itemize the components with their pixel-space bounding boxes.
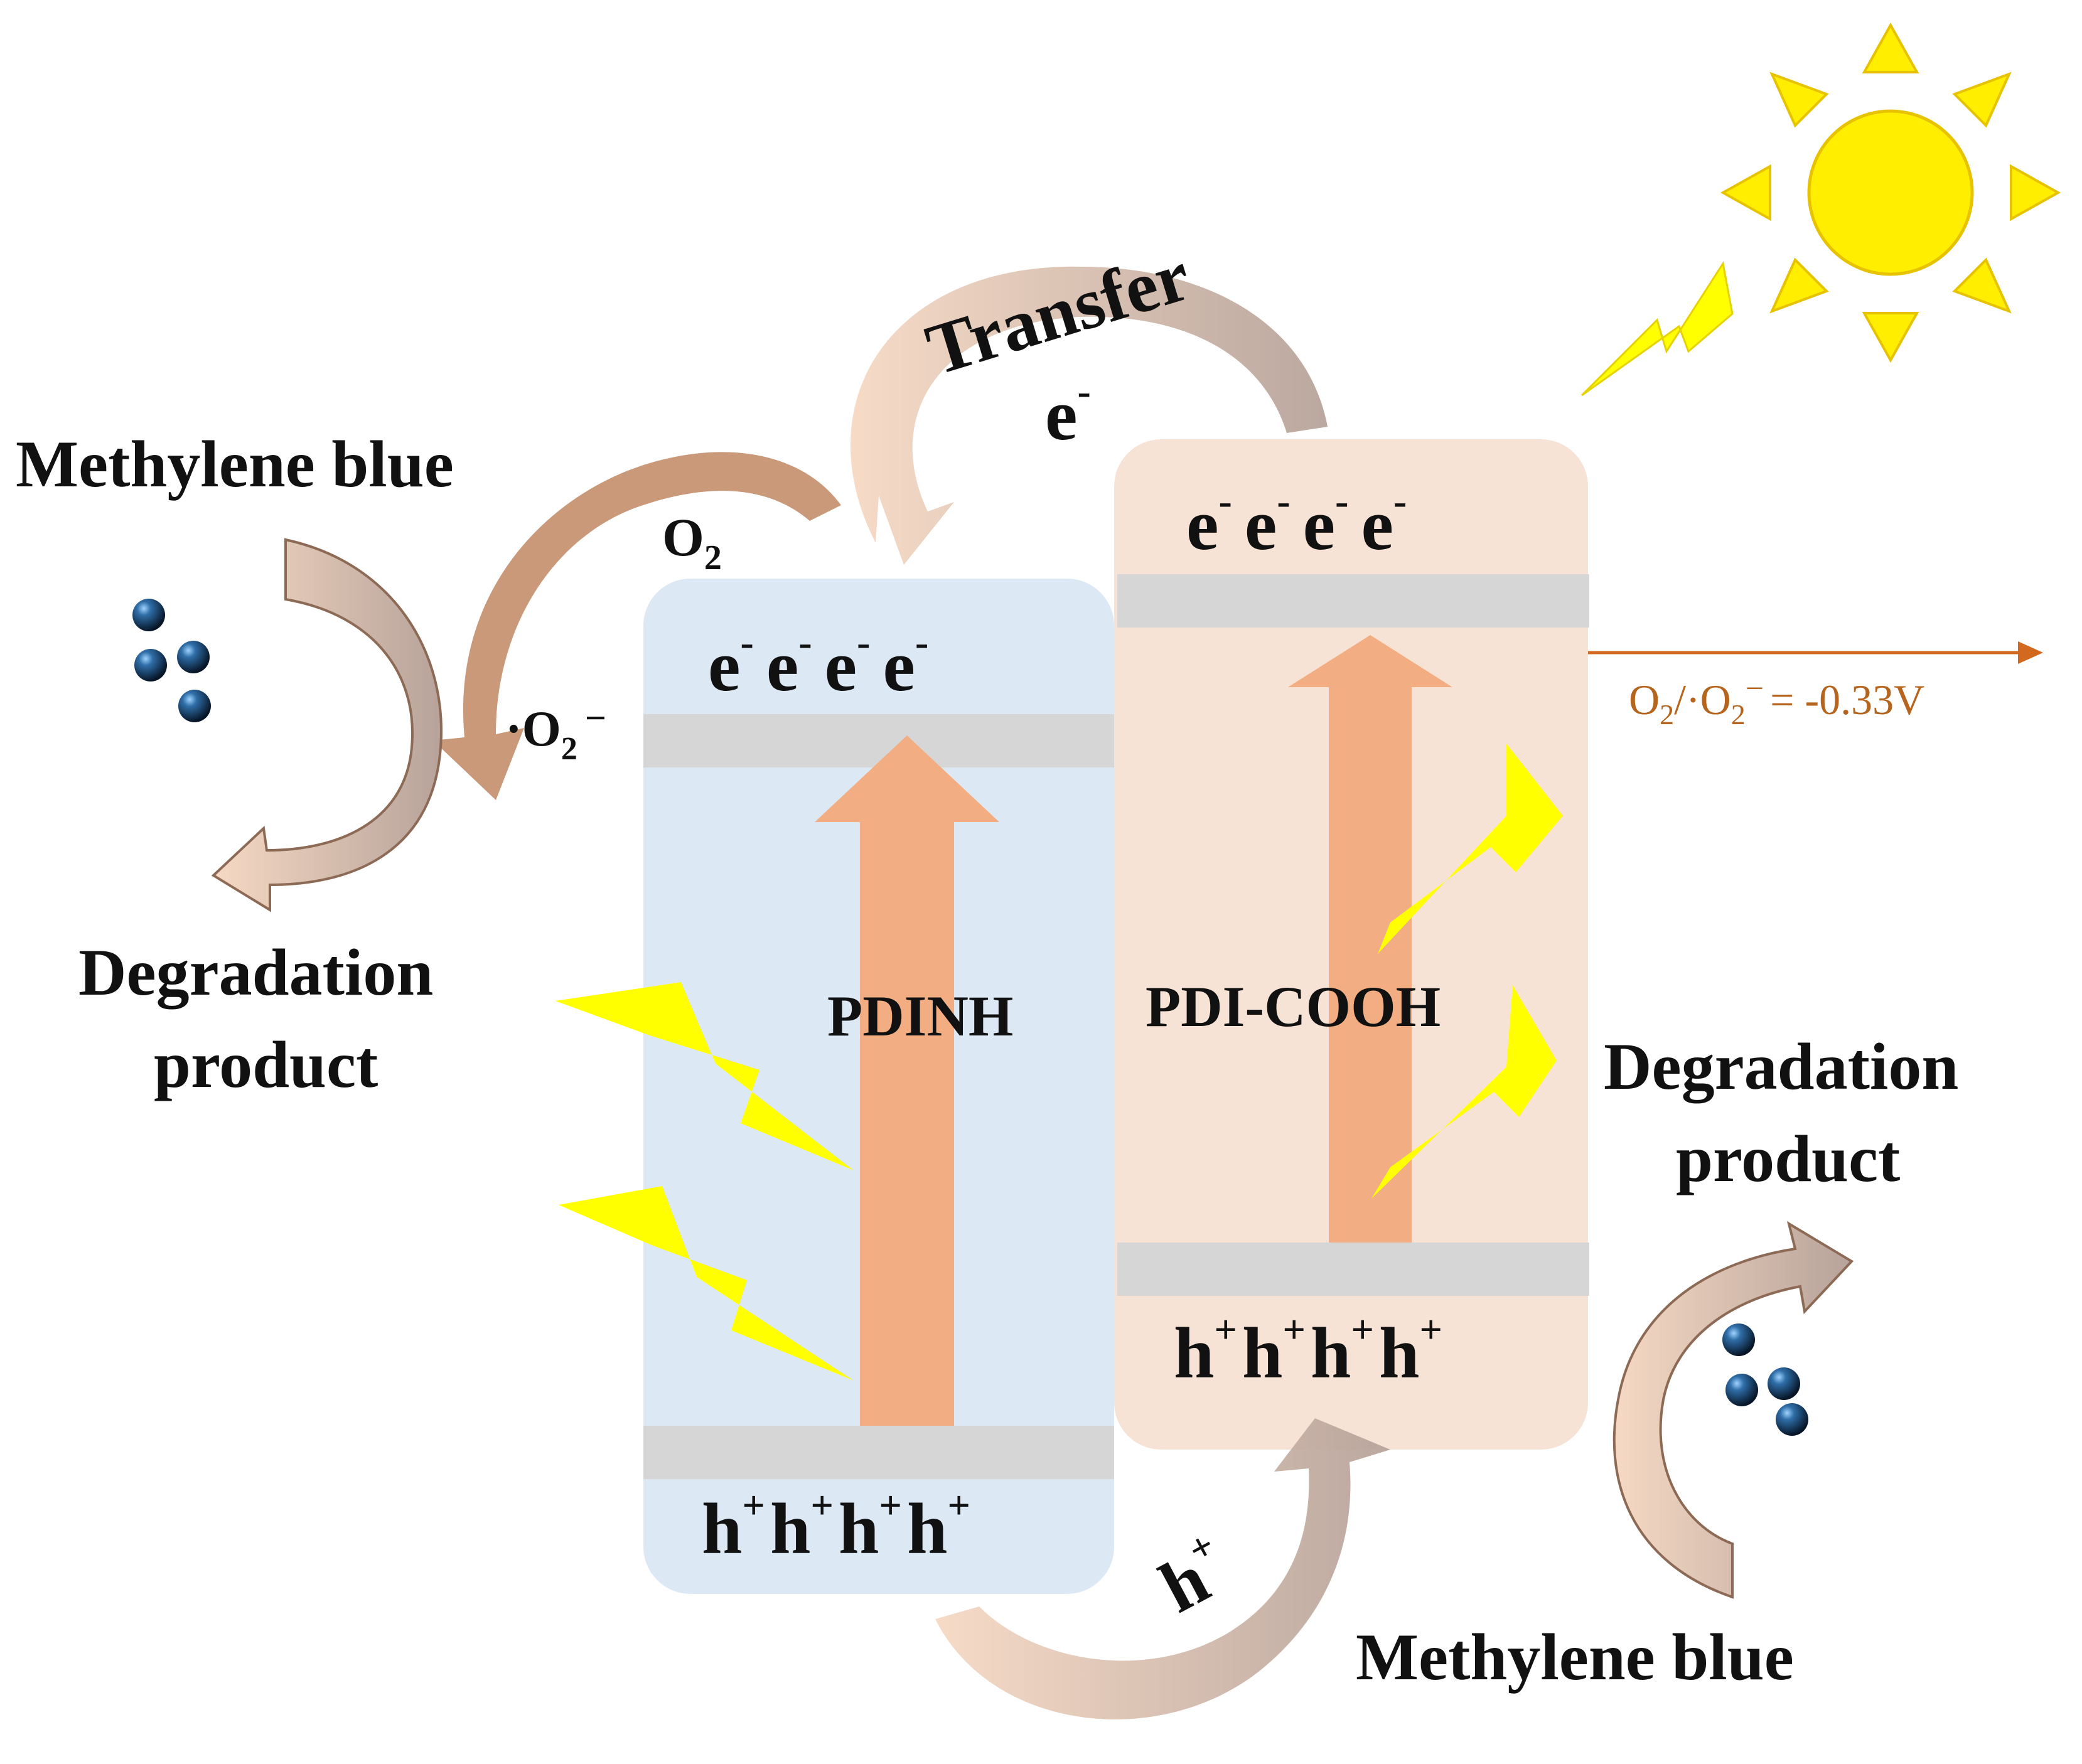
lightning-icon: [1371, 985, 1557, 1199]
lightning-icon: [555, 982, 854, 1170]
pdicooh-excitation-arrow: [1288, 635, 1452, 1243]
left-product-label-line1: Degradation: [78, 936, 433, 1009]
right-pollutant-label: Methylene blue: [1356, 1620, 1794, 1694]
pdicooh-valence-band: [1117, 1243, 1589, 1296]
pdicooh-label: PDI-COOH: [1146, 975, 1441, 1039]
left-degradation-arrow: [211, 538, 443, 912]
left-methylene-blue-molecule: [132, 599, 211, 722]
transferred-electron-label: e-: [1045, 369, 1091, 456]
pdicooh-conduction-band: [1117, 574, 1589, 628]
pdinh-label: PDINH: [827, 984, 1013, 1048]
potential-arrowhead: [2018, 641, 2043, 664]
right-methylene-blue-molecule: [1722, 1323, 1808, 1436]
pdinh-electrons: e-e-e-e-: [708, 620, 928, 707]
pdicooh-holes: h+h+h+h+: [1174, 1307, 1442, 1394]
oxygen-label: O2: [662, 507, 722, 577]
right-degradation-arrow: [1612, 1221, 1854, 1599]
pdinh-conduction-band: [643, 714, 1114, 767]
lightning-icon: [1378, 744, 1563, 954]
transferred-hole-label: h+: [1145, 1522, 1242, 1628]
superoxide-label: ·O2−: [505, 697, 606, 767]
hole-transfer-arrow: [935, 1418, 1390, 1719]
left-product-label-line2: product: [154, 1028, 378, 1101]
oxygen-reduction-arrow: [433, 452, 841, 800]
right-product-label-line1: Degradation: [1604, 1030, 1958, 1103]
pdinh-holes: h+h+h+h+: [702, 1483, 970, 1569]
pdinh-excitation-arrow: [815, 735, 999, 1426]
electron-transfer-arrow: [850, 266, 1328, 565]
transfer-label: Transfer: [918, 235, 1199, 391]
potential-label: O2/·O2−= -0.33V: [1629, 671, 1924, 730]
lightning-icon: [559, 1186, 854, 1381]
sun-lightning-icon: [1580, 261, 1734, 397]
pdicooh-electrons: e-e-e-e-: [1186, 479, 1407, 565]
sun-icon: [1720, 22, 2061, 363]
pdinh-valence-band: [643, 1426, 1114, 1479]
left-pollutant-label: Methylene blue: [16, 427, 454, 501]
right-product-label-line2: product: [1676, 1122, 1900, 1195]
